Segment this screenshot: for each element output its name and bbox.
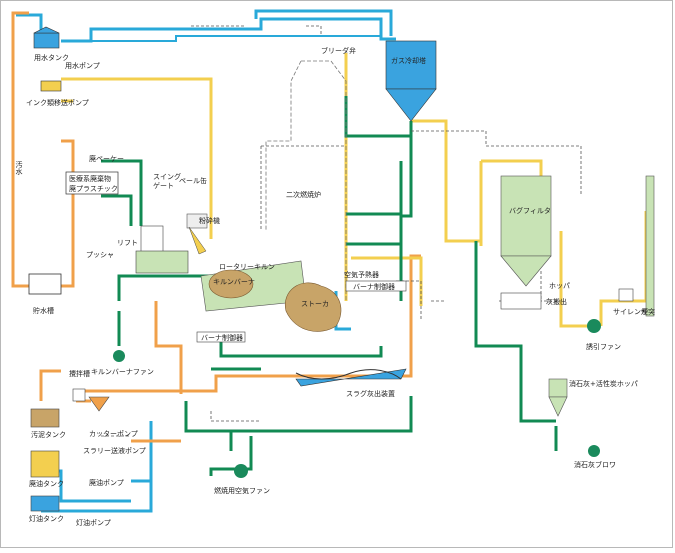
kiln-burner-fan (113, 350, 125, 362)
orange-left-right (61, 139, 75, 288)
silencer (618, 288, 634, 302)
water-tank-label: 用水タンク (34, 53, 69, 62)
yellow-ink-line (61, 77, 213, 239)
green-lines (101, 96, 558, 476)
lime-hopper-label: 消石灰+活性炭ホッパ (569, 379, 638, 388)
lift (135, 225, 189, 274)
rotary-kiln-label: ロータリーキルン (219, 262, 275, 271)
water-tank (33, 26, 60, 49)
kerosene-tank (30, 495, 60, 512)
orange-kiln-line (154, 301, 183, 394)
waste-tank (30, 408, 60, 428)
ash-unit-box (500, 292, 542, 310)
svg-text:ゲート: ゲート (153, 181, 174, 190)
green-pail-line (101, 159, 143, 226)
swing-gate-label: スイング (153, 172, 181, 181)
svg-text:医療系廃棄物: 医療系廃棄物 (69, 174, 111, 183)
cutter-pump-label: カッターポンプ (89, 429, 138, 438)
stoker (284, 282, 342, 332)
ash-unit-label: 灰搬出 (546, 297, 567, 306)
cyan-kerosene-line (41, 421, 153, 513)
waste-oil-tank-label: 廃油タンク (29, 479, 64, 488)
bag-filter (500, 175, 552, 287)
green-bottom-loop (184, 396, 413, 433)
orange-left-vertical (11, 11, 29, 288)
bleeder-label: ブリーダ弁 (321, 46, 356, 55)
burner-control-label: バーナ制御器 (353, 282, 395, 291)
green-medical-line (101, 194, 133, 226)
stoker-label: ストーカ (301, 300, 329, 308)
hopper-label: ホッパ (549, 282, 570, 290)
kiln-burner-fan-label: キルンバーナファン (91, 368, 154, 376)
settling-tank-label: 貯水槽 (33, 306, 54, 315)
slag-conveyor-label: スラグ灰出装置 (346, 389, 395, 398)
induced-fan (587, 319, 601, 333)
left-collection-box (28, 273, 62, 295)
shredder-label: 粉砕機 (199, 216, 220, 225)
kerosene-pump-label: 灯油ポンプ (76, 518, 111, 527)
combustion-fan (234, 464, 248, 478)
burner-control-label-2: バーナ制御器 (201, 333, 243, 342)
lift-label: リフト (117, 239, 138, 247)
mixing-tank-label: 攪拌槽 (69, 369, 90, 378)
fly-ash-blower-label: 消石灰ブロワ (574, 460, 616, 469)
fly-ash-blower (588, 445, 600, 457)
kiln-burner-label: キルンバーナ (213, 278, 255, 286)
green-burner-loop (219, 339, 383, 358)
lime-hopper (548, 378, 568, 417)
yellow-mid (351, 256, 423, 306)
secondary-combustion-label: 二次燃焼炉 (286, 190, 321, 199)
ink-hopper (40, 80, 62, 92)
cyan-lower-line (131, 461, 153, 483)
waste-oil-pump-label: 廃油ポンプ (89, 478, 124, 487)
secondary-combustion-chamber (265, 60, 347, 301)
silencer-label: サイレンサー (613, 308, 655, 316)
water-top-line (61, 17, 396, 43)
yellow-cooler-line (411, 119, 481, 243)
orange-main-line (76, 254, 421, 393)
water-line-3 (254, 9, 393, 36)
svg-text:廃プラスチック: 廃プラスチック (69, 184, 118, 193)
water-supply-line (16, 13, 43, 33)
stack-label: 煙突 (641, 307, 655, 316)
induced-fan-label: 誘引ファン (586, 342, 621, 351)
medical-waste-box: 医療系廃棄物 廃プラスチック (65, 171, 119, 195)
gas-cooler-label: ガス冷却塔 (391, 56, 426, 65)
water-pump-label: 用水ポンプ (65, 61, 100, 70)
yellow-filter-top (481, 159, 543, 181)
slag-conveyor (295, 368, 407, 387)
pusher-label: プッシャ (86, 251, 114, 259)
combustion-fan-label: 燃焼用空気ファン (214, 486, 270, 495)
air-preheater-label: 空気予熱器 (344, 270, 379, 279)
ink-pump-label: インク類移送ポンプ (26, 98, 89, 107)
water-line-2 (86, 35, 381, 42)
slurry-pump-label: スラリー送液ポンプ (83, 446, 146, 455)
bag-filter-label: バグフィルタ (509, 206, 551, 215)
waste-oil-tank (30, 450, 60, 478)
waste-tank-label: 汚泥タンク (31, 430, 66, 439)
yellow-filter-out (559, 231, 591, 328)
dashed-control-lines (101, 25, 582, 437)
orange-waste-line (39, 369, 61, 401)
green-combustion-fan (209, 436, 253, 476)
green-right-line (474, 241, 556, 423)
pail-cake-label: 廃ペーケー (89, 154, 124, 163)
waste-water-label: 汚水 (15, 161, 23, 175)
burner-control-box (345, 280, 407, 292)
stack (645, 175, 655, 317)
green-kiln-fan (117, 274, 213, 301)
gas-cooler (385, 40, 437, 122)
shredder (186, 213, 208, 255)
kerosene-tank-label: 灯油タンク (29, 514, 64, 523)
mixing-tank (72, 388, 110, 412)
pail-can-label: ペール缶 (179, 176, 207, 185)
burner-control-box-2 (196, 331, 246, 343)
